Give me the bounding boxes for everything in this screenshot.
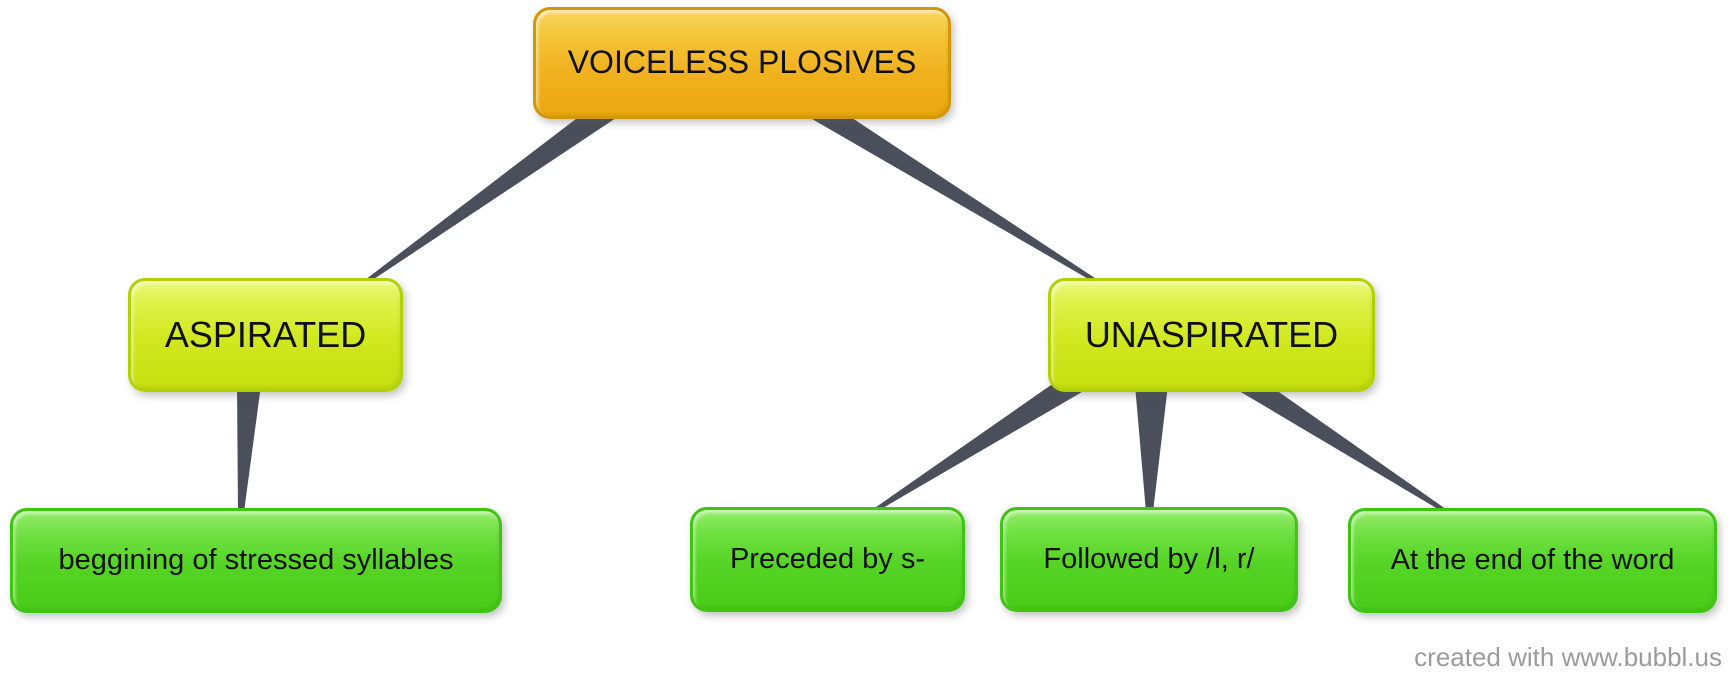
node-followed-by-l-r[interactable]: Followed by /l, r/ [1000, 507, 1298, 612]
node-beginning-of-stressed-syllables-label: beggining of stressed syllables [58, 543, 454, 576]
node-at-the-end-of-the-word[interactable]: At the end of the word [1348, 508, 1717, 613]
node-preceded-by-s-label: Preceded by s- [729, 542, 926, 575]
node-voiceless-plosives[interactable]: VOICELESS PLOSIVES [533, 7, 951, 119]
node-beginning-of-stressed-syllables[interactable]: beggining of stressed syllables [10, 508, 502, 613]
node-aspirated[interactable]: ASPIRATED [128, 278, 403, 392]
node-unaspirated[interactable]: UNASPIRATED [1048, 278, 1375, 392]
node-preceded-by-s[interactable]: Preceded by s- [690, 507, 965, 612]
node-aspirated-label: ASPIRATED [164, 314, 367, 356]
connector-root-aspirated [361, 112, 625, 283]
connector-aspirated-leaf1 [237, 385, 261, 512]
node-unaspirated-label: UNASPIRATED [1084, 314, 1339, 356]
bubbl-us-credit: created with www.bubbl.us [1414, 642, 1722, 672]
connector-unaspirated-leaf2 [869, 385, 1094, 512]
connector-unaspirated-leaf4 [1229, 385, 1450, 512]
node-at-the-end-of-the-word-label: At the end of the word [1390, 543, 1675, 576]
connector-root-unaspirated [800, 112, 1104, 284]
node-followed-by-l-r-label: Followed by /l, r/ [1043, 542, 1255, 575]
node-voiceless-plosives-label: VOICELESS PLOSIVES [567, 44, 917, 81]
connector-unaspirated-leaf3 [1135, 385, 1168, 512]
